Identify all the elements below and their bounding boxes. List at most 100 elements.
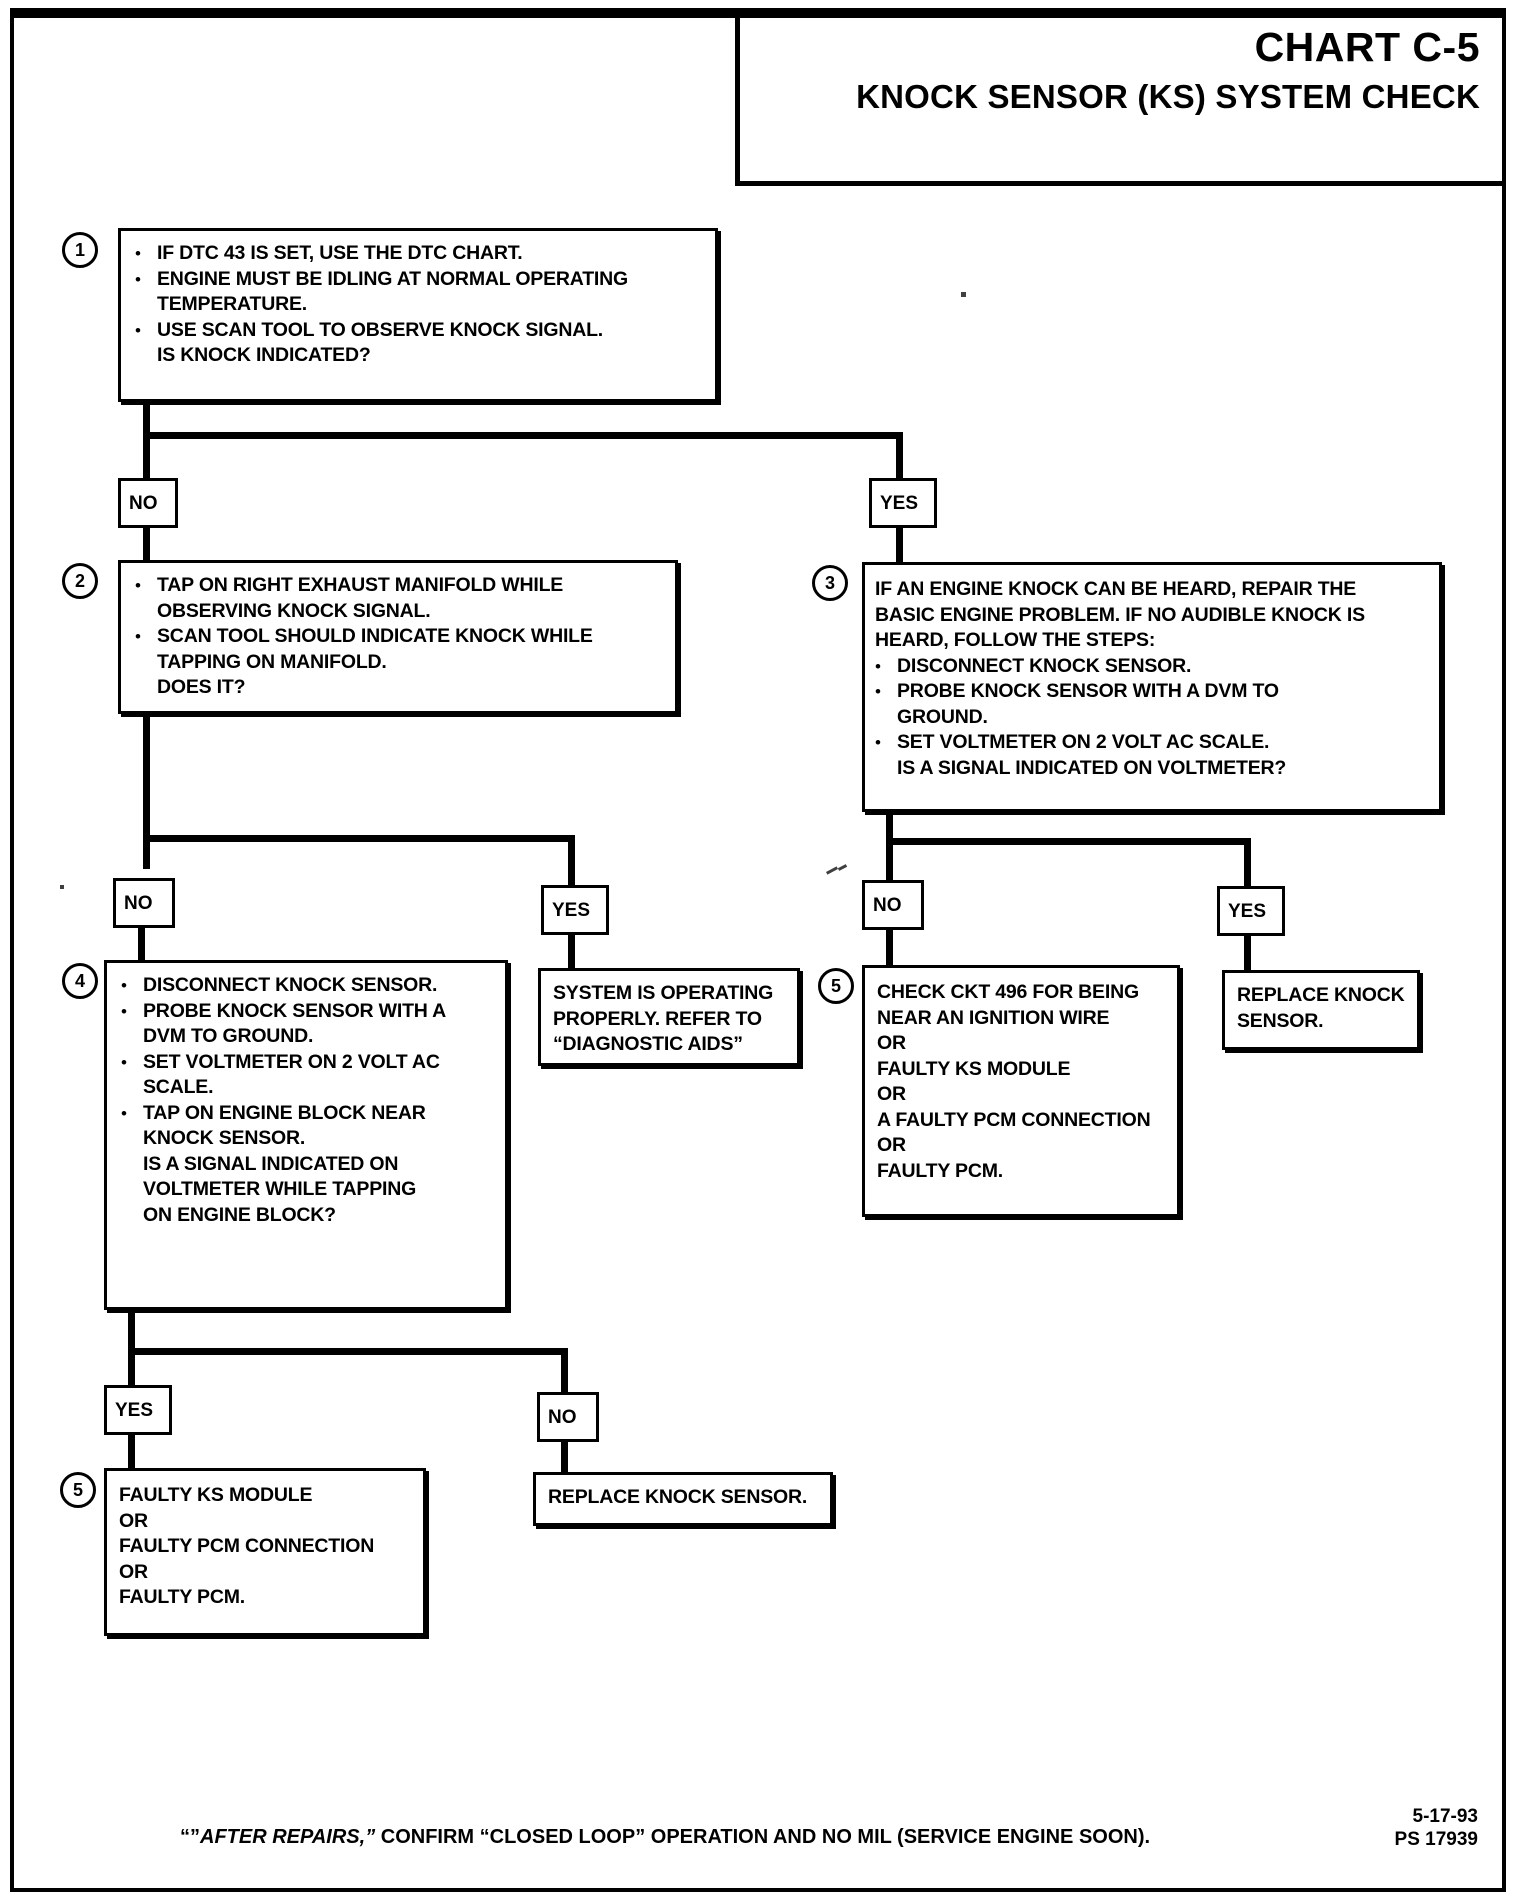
step-box-5-right: CHECK CKT 496 FOR BEING NEAR AN IGNITION… <box>862 965 1180 1217</box>
step-3-line-4: PROBE KNOCK SENSOR WITH A DVM TO <box>875 679 1429 705</box>
step-2-line-2: SCAN TOOL SHOULD INDICATE KNOCK WHILE <box>135 624 663 650</box>
connector-yes1-to-box3 <box>896 528 903 562</box>
step-box-3-content: IF AN ENGINE KNOCK CAN BE HEARD, REPAIR … <box>865 565 1439 789</box>
bullet-icon <box>875 679 897 705</box>
footer-part-number: PS 17939 <box>1394 1829 1478 1850</box>
step-number-5-right: 5 <box>818 968 854 1004</box>
connector-yes3-to-replace <box>1244 936 1251 970</box>
step-4-text-2: DVM TO GROUND. <box>143 1025 314 1047</box>
connector-no2-to-box4 <box>138 928 145 963</box>
step-number-1: 1 <box>62 232 98 268</box>
step-4-text-9: ON ENGINE BLOCK? <box>143 1203 336 1226</box>
step-3-text-1: BASIC ENGINE PROBLEM. IF NO AUDIBLE KNOC… <box>875 603 1365 626</box>
step-3-text-3: DISCONNECT KNOCK SENSOR. <box>897 654 1192 677</box>
step-2-text-4: DOES IT? <box>157 676 246 698</box>
bullet-icon <box>121 999 143 1025</box>
step-box-5-right-content: CHECK CKT 496 FOR BEING NEAR AN IGNITION… <box>865 968 1177 1190</box>
step-2-text-3: TAPPING ON MANIFOLD. <box>157 650 387 673</box>
step-box-4-content: DISCONNECT KNOCK SENSOR. PROBE KNOCK SEN… <box>107 963 505 1236</box>
step-4-text-3: SET VOLTMETER ON 2 VOLT AC <box>143 1050 440 1073</box>
bullet-icon <box>135 267 157 293</box>
step-number-4: 4 <box>62 963 98 999</box>
step-3-text-5: GROUND. <box>897 705 988 728</box>
step-box-5-bottom-content: FAULTY KS MODULE OR FAULTY PCM CONNECTIO… <box>107 1471 423 1617</box>
step-4-text-5: TAP ON ENGINE BLOCK NEAR <box>143 1101 426 1124</box>
step-4-text-8: VOLTMETER WHILE TAPPING <box>143 1178 417 1200</box>
connector-4-no-down <box>561 1348 568 1396</box>
step-5-right-text-0: CHECK CKT 496 FOR BEING <box>877 981 1139 1003</box>
step-box-3: IF AN ENGINE KNOCK CAN BE HEARD, REPAIR … <box>862 562 1442 812</box>
terminal-replace-knock-sensor-bottom: REPLACE KNOCK SENSOR. <box>533 1472 833 1526</box>
terminal-replace-ks-right-content: REPLACE KNOCK SENSOR. <box>1225 973 1417 1040</box>
decision-2-no: NO <box>113 878 175 928</box>
step-4-text-1: PROBE KNOCK SENSOR WITH A <box>143 999 447 1022</box>
step-1-line-3: USE SCAN TOOL TO OBSERVE KNOCK SIGNAL. <box>135 318 703 344</box>
bullet-icon <box>135 573 157 599</box>
step-3-text-0: IF AN ENGINE KNOCK CAN BE HEARD, REPAIR … <box>875 578 1357 600</box>
step-box-2: TAP ON RIGHT EXHAUST MANIFOLD WHILE OBSE… <box>118 560 678 714</box>
page-border <box>10 8 1506 1892</box>
footer-code-block: 5-17-93 PS 17939 <box>1395 1805 1478 1851</box>
step-1-line-1: ENGINE MUST BE IDLING AT NORMAL OPERATIN… <box>135 267 703 293</box>
step-4-line-5: TAP ON ENGINE BLOCK NEAR <box>121 1101 493 1127</box>
step-1-text-0: IF DTC 43 IS SET, USE THE DTC CHART. <box>157 242 523 264</box>
connector-4-horizontal <box>128 1348 568 1355</box>
connector-no3-to-box5 <box>886 930 893 965</box>
step-4-text-6: KNOCK SENSOR. <box>143 1127 306 1149</box>
terminal-system-ok-content: SYSTEM IS OPERATING PROPERLY. REFER TO “… <box>541 971 797 1064</box>
bullet-icon <box>875 730 897 756</box>
footer-note-italic: AFTER REPAIRS,” <box>200 1826 376 1848</box>
step-box-1-content: IF DTC 43 IS SET, USE THE DTC CHART. ENG… <box>121 231 715 377</box>
scan-speck <box>961 292 966 297</box>
step-3-text-2: HEARD, FOLLOW THE STEPS: <box>875 629 1156 651</box>
scan-speck <box>60 885 64 889</box>
step-1-text-4: IS KNOCK INDICATED? <box>157 344 371 366</box>
step-box-4: DISCONNECT KNOCK SENSOR. PROBE KNOCK SEN… <box>104 960 508 1310</box>
step-5-right-text-6: OR <box>877 1134 906 1156</box>
header-title-block: CHART C-5 KNOCK SENSOR (KS) SYSTEM CHECK <box>735 12 1502 186</box>
bullet-icon <box>121 1101 143 1127</box>
connector-1-down <box>143 402 150 478</box>
terminal-system-ok-text-2: “DIAGNOSTIC AIDS” <box>553 1033 743 1055</box>
terminal-replace-ks-right-text-1: SENSOR. <box>1237 1009 1324 1032</box>
terminal-system-ok-text-1: PROPERLY. REFER TO <box>553 1007 762 1030</box>
footer-note: “”AFTER REPAIRS,” CONFIRM “CLOSED LOOP” … <box>180 1826 1150 1849</box>
connector-no4-to-replace <box>561 1442 568 1475</box>
connector-2-down <box>143 714 150 869</box>
terminal-replace-ks-bottom-content: REPLACE KNOCK SENSOR. <box>536 1475 830 1517</box>
terminal-replace-ks-bottom-text-0: REPLACE KNOCK SENSOR. <box>548 1486 808 1508</box>
step-4-text-4: SCALE. <box>143 1076 214 1098</box>
step-box-1: IF DTC 43 IS SET, USE THE DTC CHART. ENG… <box>118 228 718 402</box>
decision-3-no: NO <box>862 880 924 930</box>
step-number-5-bottom: 5 <box>60 1472 96 1508</box>
connector-1-yes-down <box>896 432 903 478</box>
step-4-text-0: DISCONNECT KNOCK SENSOR. <box>143 974 438 996</box>
step-5-bottom-text-4: FAULTY PCM. <box>119 1586 245 1608</box>
step-number-3: 3 <box>812 565 848 601</box>
step-5-right-text-4: OR <box>877 1083 906 1105</box>
step-2-text-1: OBSERVING KNOCK SIGNAL. <box>157 599 431 622</box>
step-3-line-3: DISCONNECT KNOCK SENSOR. <box>875 654 1429 680</box>
terminal-system-ok-text-0: SYSTEM IS OPERATING <box>553 982 774 1004</box>
step-2-text-2: SCAN TOOL SHOULD INDICATE KNOCK WHILE <box>157 625 593 647</box>
connector-3-down <box>886 812 893 880</box>
step-5-right-text-3: FAULTY KS MODULE <box>877 1057 1071 1080</box>
connector-2-horizontal <box>143 835 575 842</box>
step-4-line-1: PROBE KNOCK SENSOR WITH A <box>121 999 493 1025</box>
step-5-bottom-text-3: OR <box>119 1560 148 1583</box>
step-number-2: 2 <box>62 563 98 599</box>
step-box-5-bottom: FAULTY KS MODULE OR FAULTY PCM CONNECTIO… <box>104 1468 426 1636</box>
step-4-line-0: DISCONNECT KNOCK SENSOR. <box>121 973 493 999</box>
step-5-bottom-text-0: FAULTY KS MODULE <box>119 1484 313 1506</box>
step-5-right-text-2: OR <box>877 1032 906 1054</box>
step-4-line-3: SET VOLTMETER ON 2 VOLT AC <box>121 1050 493 1076</box>
terminal-replace-knock-sensor-right: REPLACE KNOCK SENSOR. <box>1222 970 1420 1050</box>
header-top-rule <box>14 12 1502 18</box>
terminal-replace-ks-right-text-0: REPLACE KNOCK <box>1237 984 1405 1006</box>
footer-note-quote: “” <box>180 1826 200 1848</box>
terminal-system-operating-properly: SYSTEM IS OPERATING PROPERLY. REFER TO “… <box>538 968 800 1066</box>
connector-3-horizontal <box>886 838 1251 845</box>
step-1-text-1: ENGINE MUST BE IDLING AT NORMAL OPERATIN… <box>157 267 628 290</box>
decision-4-yes: YES <box>104 1385 172 1435</box>
step-5-right-text-1: NEAR AN IGNITION WIRE <box>877 1006 1110 1029</box>
